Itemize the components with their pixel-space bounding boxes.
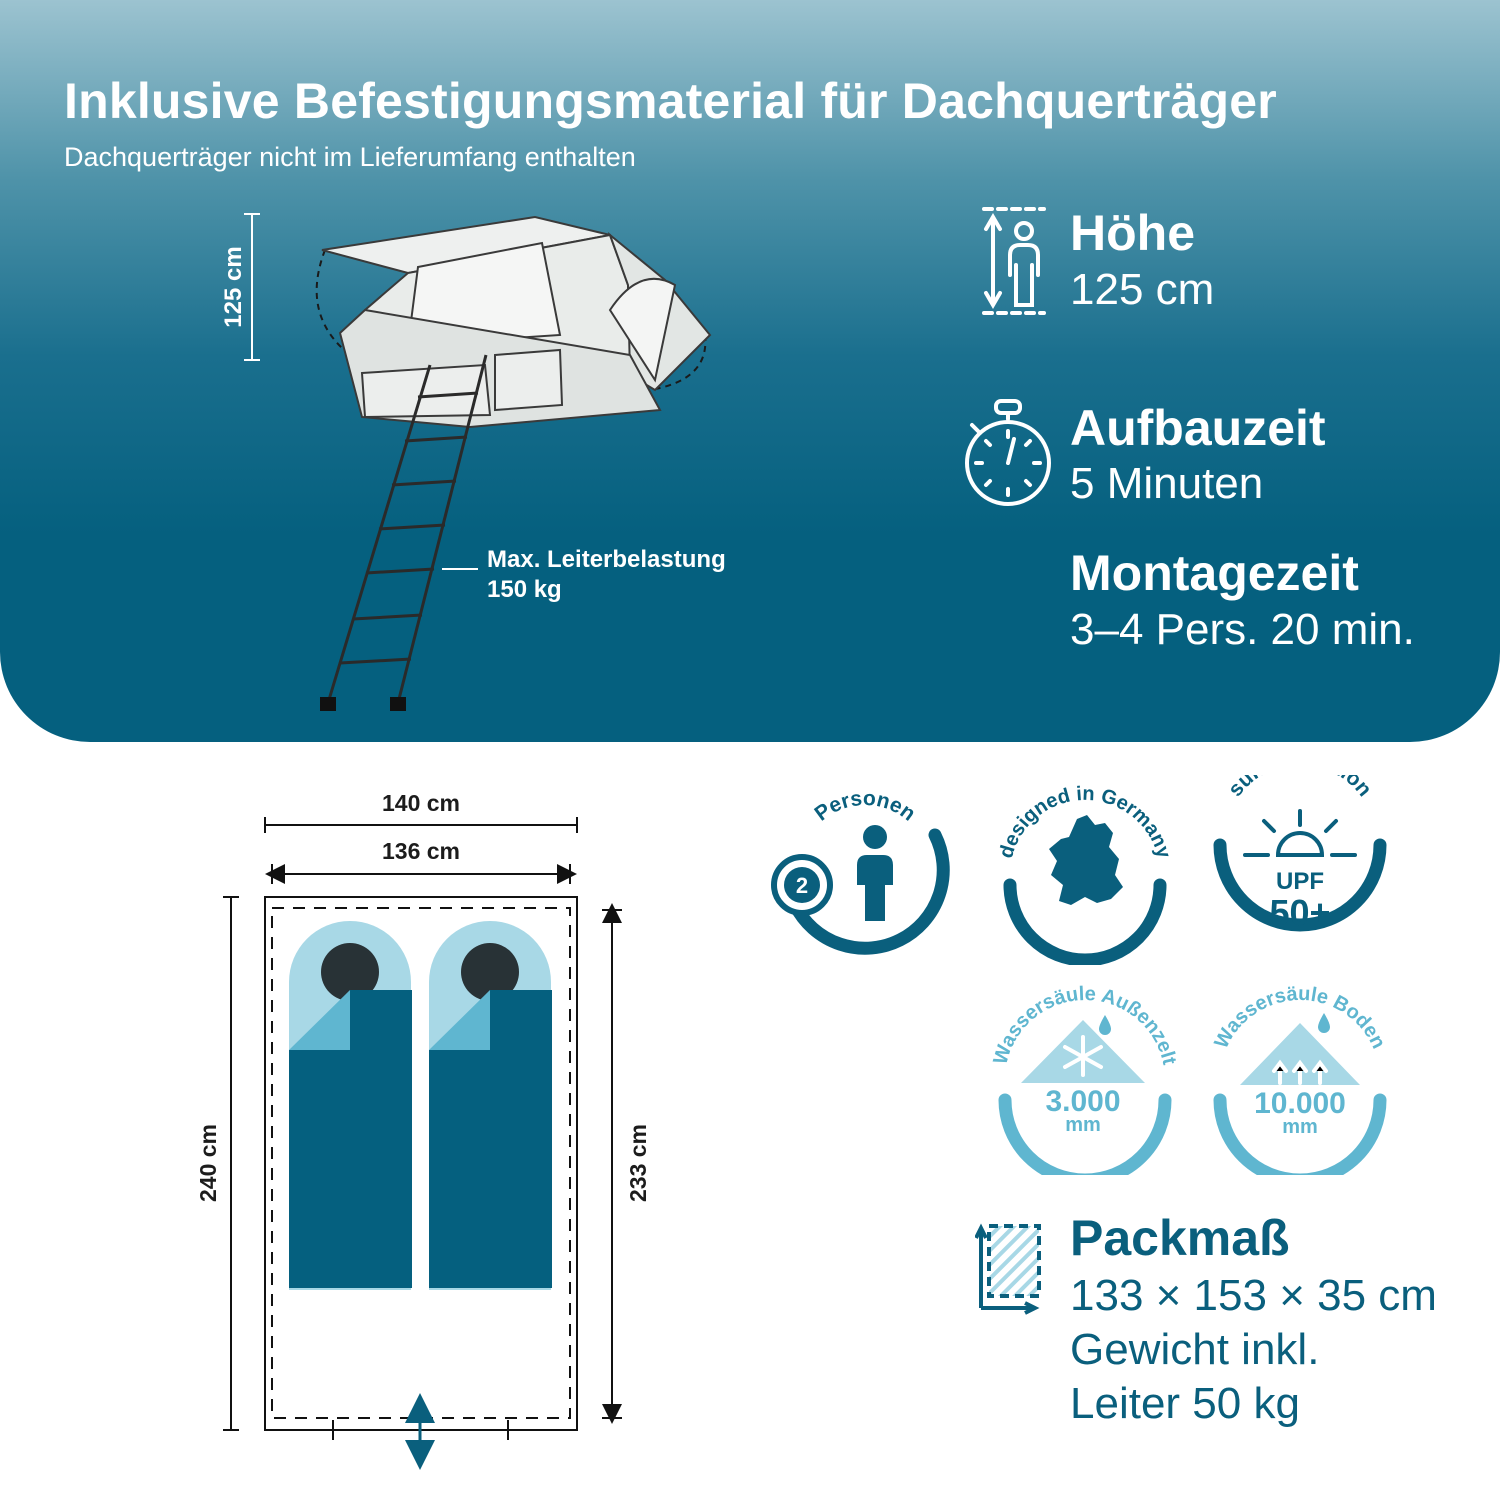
packing-title: Packmaß <box>1070 1210 1290 1266</box>
water-column-floor-badge: Wassersäule Boden 10.000 mm <box>1210 985 1390 1175</box>
ladder-load-label: Max. Leiterbelastung 150 kg <box>487 545 726 605</box>
rooftop-tent-illustration <box>315 215 712 711</box>
tent-floor-rain-icon <box>1240 1013 1360 1085</box>
upf-label: UPF <box>1276 868 1324 895</box>
height-title: Höhe <box>1070 205 1195 261</box>
mounting-time-value: 3–4 Pers. 20 min. <box>1070 605 1415 654</box>
persons-badge: Personen 2 <box>771 787 950 955</box>
ladder-load-label-line2: 150 kg <box>487 576 562 603</box>
ladder-load-label-line1: Max. Leiterbelastung <box>487 546 726 573</box>
upf-value: 50+ <box>1269 892 1330 933</box>
persons-badge-label: Personen <box>810 787 919 826</box>
height-value: 125 cm <box>1070 265 1215 314</box>
svg-text:sun protection: sun protection <box>1224 775 1377 801</box>
page-subtitle: Dachquerträger nicht im Lieferumfang ent… <box>64 142 636 172</box>
setup-time-title: Aufbauzeit <box>1070 400 1326 456</box>
sun-protection-label: sun protection <box>1224 775 1377 801</box>
inner-width-label: 136 cm <box>381 838 460 864</box>
sun-protection-badge: sun protection UPF 50+ <box>1213 775 1387 933</box>
water-floor-unit: mm <box>1282 1116 1318 1138</box>
germany-badge: designed in Germany <box>995 783 1175 965</box>
package-dimensions-icon <box>975 1223 1041 1315</box>
person-height-icon <box>982 207 1046 315</box>
germany-map-icon <box>1049 815 1123 905</box>
hero-section: Inklusive Befestigungsmaterial für Dachq… <box>0 0 1500 742</box>
water-floor-value: 10.000 <box>1254 1087 1346 1120</box>
tent-height-dimension-line <box>244 213 260 361</box>
setup-time-value: 5 Minuten <box>1070 459 1264 508</box>
svg-text:Personen: Personen <box>810 787 919 826</box>
water-column-outer-badge: Wassersäule Außenzelt 3.000 mm <box>990 985 1180 1175</box>
person-icon <box>857 825 893 921</box>
sun-icon <box>1243 809 1357 857</box>
persons-count: 2 <box>796 873 808 898</box>
outer-width-label: 140 cm <box>381 790 460 816</box>
ladder-label-pointer <box>442 568 478 570</box>
packing-weight-line2: Leiter 50 kg <box>1070 1379 1300 1428</box>
water-outer-unit: mm <box>1065 1114 1101 1136</box>
stopwatch-icon <box>965 399 1051 506</box>
page-title: Inklusive Befestigungsmaterial für Dachq… <box>64 73 1277 129</box>
tent-rain-icon <box>1021 1015 1145 1083</box>
packing-weight-line1: Gewicht inkl. <box>1070 1325 1320 1374</box>
water-outer-value: 3.000 <box>1045 1085 1120 1118</box>
packing-dimensions: 133 × 153 × 35 cm <box>1070 1271 1437 1320</box>
mounting-time-title: Montagezeit <box>1070 545 1359 601</box>
